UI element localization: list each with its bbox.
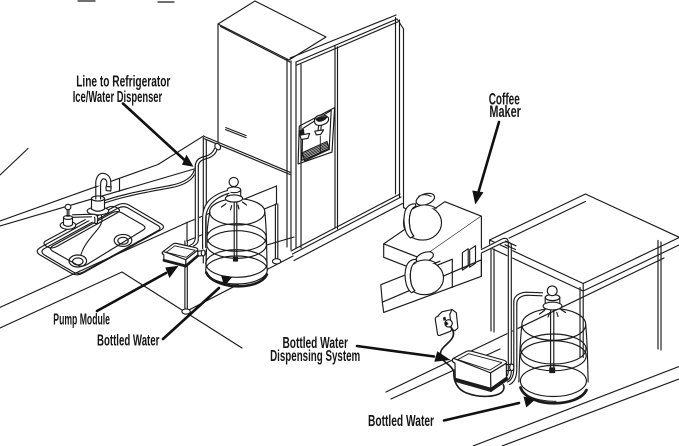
- svg-text:Coffee: Coffee: [489, 89, 520, 108]
- svg-text:Dispensing System: Dispensing System: [270, 348, 360, 365]
- svg-text:Ice/Water Dispenser: Ice/Water Dispenser: [73, 89, 162, 106]
- svg-text:Pump Module: Pump Module: [53, 311, 110, 328]
- svg-text:Bottled Water: Bottled Water: [368, 413, 434, 430]
- svg-text:Maker: Maker: [489, 102, 521, 121]
- svg-text:Bottled Water: Bottled Water: [97, 332, 159, 349]
- svg-text:Bottled Water: Bottled Water: [283, 335, 348, 352]
- svg-text:Line to Refrigerator: Line to Refrigerator: [76, 74, 170, 91]
